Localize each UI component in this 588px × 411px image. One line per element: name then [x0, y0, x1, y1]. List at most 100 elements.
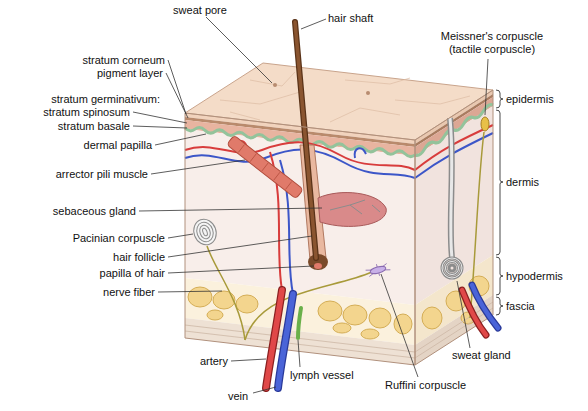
- part-label: sweat pore: [173, 4, 227, 17]
- deep-vessels-part: [472, 285, 498, 328]
- hair-shaft-part: [295, 22, 316, 258]
- deep-vessels-part: [298, 308, 301, 338]
- blood-vessels-part: [355, 148, 366, 158]
- arrector-pili-muscle: [227, 135, 304, 199]
- sweat-gland-part: [446, 262, 459, 275]
- region-label: epidermis: [506, 93, 554, 106]
- leader-lines-part: [168, 236, 312, 257]
- front-face-layers: [185, 113, 415, 365]
- leader-lines-part: [166, 73, 188, 118]
- deep-vessels-part: [472, 285, 498, 328]
- part-label: hair follicle: [113, 251, 165, 264]
- pacinian-corpuscle-part: [190, 216, 220, 248]
- leader-lines-part: [301, 19, 326, 29]
- leader-lines-part: [381, 274, 418, 377]
- pacinian-corpuscle: [190, 216, 220, 248]
- meissner-corpuscle: [481, 117, 489, 131]
- layer-brackets-part: [496, 257, 503, 295]
- hair-shaft-part: [295, 22, 316, 258]
- region-label: dermis: [506, 176, 539, 189]
- leader-lines-part: [133, 126, 187, 128]
- fat-lobules: [188, 276, 489, 339]
- top-surface-part: [185, 63, 493, 140]
- sebaceous-gland: [318, 193, 386, 227]
- leader-lines-part: [133, 112, 187, 123]
- region-label: fascia: [506, 300, 535, 313]
- pacinian-corpuscle-part: [198, 224, 212, 241]
- top-surface-part-part: [250, 72, 295, 86]
- arrector-pili-muscle-part: [227, 135, 304, 199]
- fat-lobules-part: [318, 301, 342, 321]
- layer-label: pigment layer: [97, 67, 163, 80]
- sweat-gland-part: [449, 265, 455, 271]
- part-label: sweat gland: [452, 349, 511, 362]
- sweat-gland-part: [442, 258, 462, 278]
- leader-lines-part: [231, 359, 266, 361]
- pacinian-corpuscle-part: [194, 220, 216, 244]
- top-surface-part-part: [345, 78, 410, 84]
- hair-shaft: [295, 22, 316, 258]
- leader-lines-part: [139, 208, 322, 211]
- layer-label: stratum basale: [58, 120, 130, 133]
- part-label: Meissner's corpuscle (tactile corpuscle): [432, 30, 552, 56]
- part-label: vein: [228, 390, 248, 403]
- layer-brackets-part: [496, 110, 503, 255]
- arrector-pili-muscle-part: [238, 145, 291, 190]
- top-surface: [185, 63, 493, 140]
- ruffini-corpuscle-part: [365, 261, 391, 279]
- sebaceous-gland-part: [318, 193, 386, 227]
- block-outline: [185, 90, 493, 365]
- pacinian-corpuscle-part: [202, 228, 208, 237]
- leader-lines-part: [168, 266, 314, 273]
- hair-follicle-part: [314, 263, 322, 269]
- fascia-fibres-part: [185, 308, 493, 358]
- nerve-fibres: [207, 132, 484, 340]
- deep-vessels: [266, 285, 498, 388]
- sweat-gland-part: [450, 118, 452, 258]
- fat-lobules-part: [343, 305, 367, 325]
- leader-lines-part: [206, 17, 272, 83]
- region-label: hypodermis: [506, 270, 563, 283]
- fat-lobules-part: [236, 295, 258, 313]
- fat-lobules-part: [369, 308, 391, 328]
- part-label: arrector pili muscle: [56, 168, 148, 181]
- fat-lobules-part: [188, 287, 212, 307]
- top-surface-part: [273, 83, 277, 87]
- part-label: lymph vessel: [290, 369, 354, 382]
- part-label: nerve fiber: [103, 286, 155, 299]
- layer-label: stratum spinosum: [43, 106, 130, 119]
- fascia-fibres: [185, 302, 493, 358]
- top-surface-part-part: [395, 96, 470, 104]
- leader-lines: [133, 17, 488, 393]
- part-label: artery: [200, 355, 228, 368]
- part-label: hair shaft: [328, 12, 373, 25]
- leader-lines-part: [485, 59, 488, 115]
- fat-lobules-part: [207, 310, 223, 320]
- top-surface-part: [366, 91, 370, 95]
- fat-lobules-part: [213, 291, 235, 309]
- block-outline-part: [415, 90, 493, 365]
- layer-label: stratum germinativum:: [51, 93, 160, 106]
- leader-lines-part: [168, 60, 186, 114]
- layer-label: stratum corneum: [82, 54, 165, 67]
- part-label: Ruffini corpuscle: [385, 379, 466, 392]
- sweat-gland-part: [442, 258, 462, 278]
- leader-lines-part: [155, 134, 206, 145]
- leader-lines-part: [253, 387, 276, 393]
- nerve-fibres-part: [207, 246, 245, 340]
- leader-lines-part: [168, 234, 193, 238]
- part-label: sebaceous gland: [53, 205, 136, 218]
- ruffini-corpuscle: [365, 261, 391, 279]
- leader-lines-part: [158, 291, 222, 292]
- part-label: dermal papilla: [84, 139, 152, 152]
- block-outline-part: [185, 113, 415, 365]
- meissner-corpuscle-part: [481, 117, 489, 131]
- fat-lobules-part: [422, 307, 442, 329]
- sweat-gland-part: [450, 118, 452, 258]
- nerve-fibres-part: [245, 272, 372, 340]
- layer-brackets-part: [496, 90, 503, 108]
- leader-lines-part: [298, 340, 300, 367]
- leader-lines-part: [457, 281, 470, 348]
- layer-brackets-part: [496, 297, 503, 315]
